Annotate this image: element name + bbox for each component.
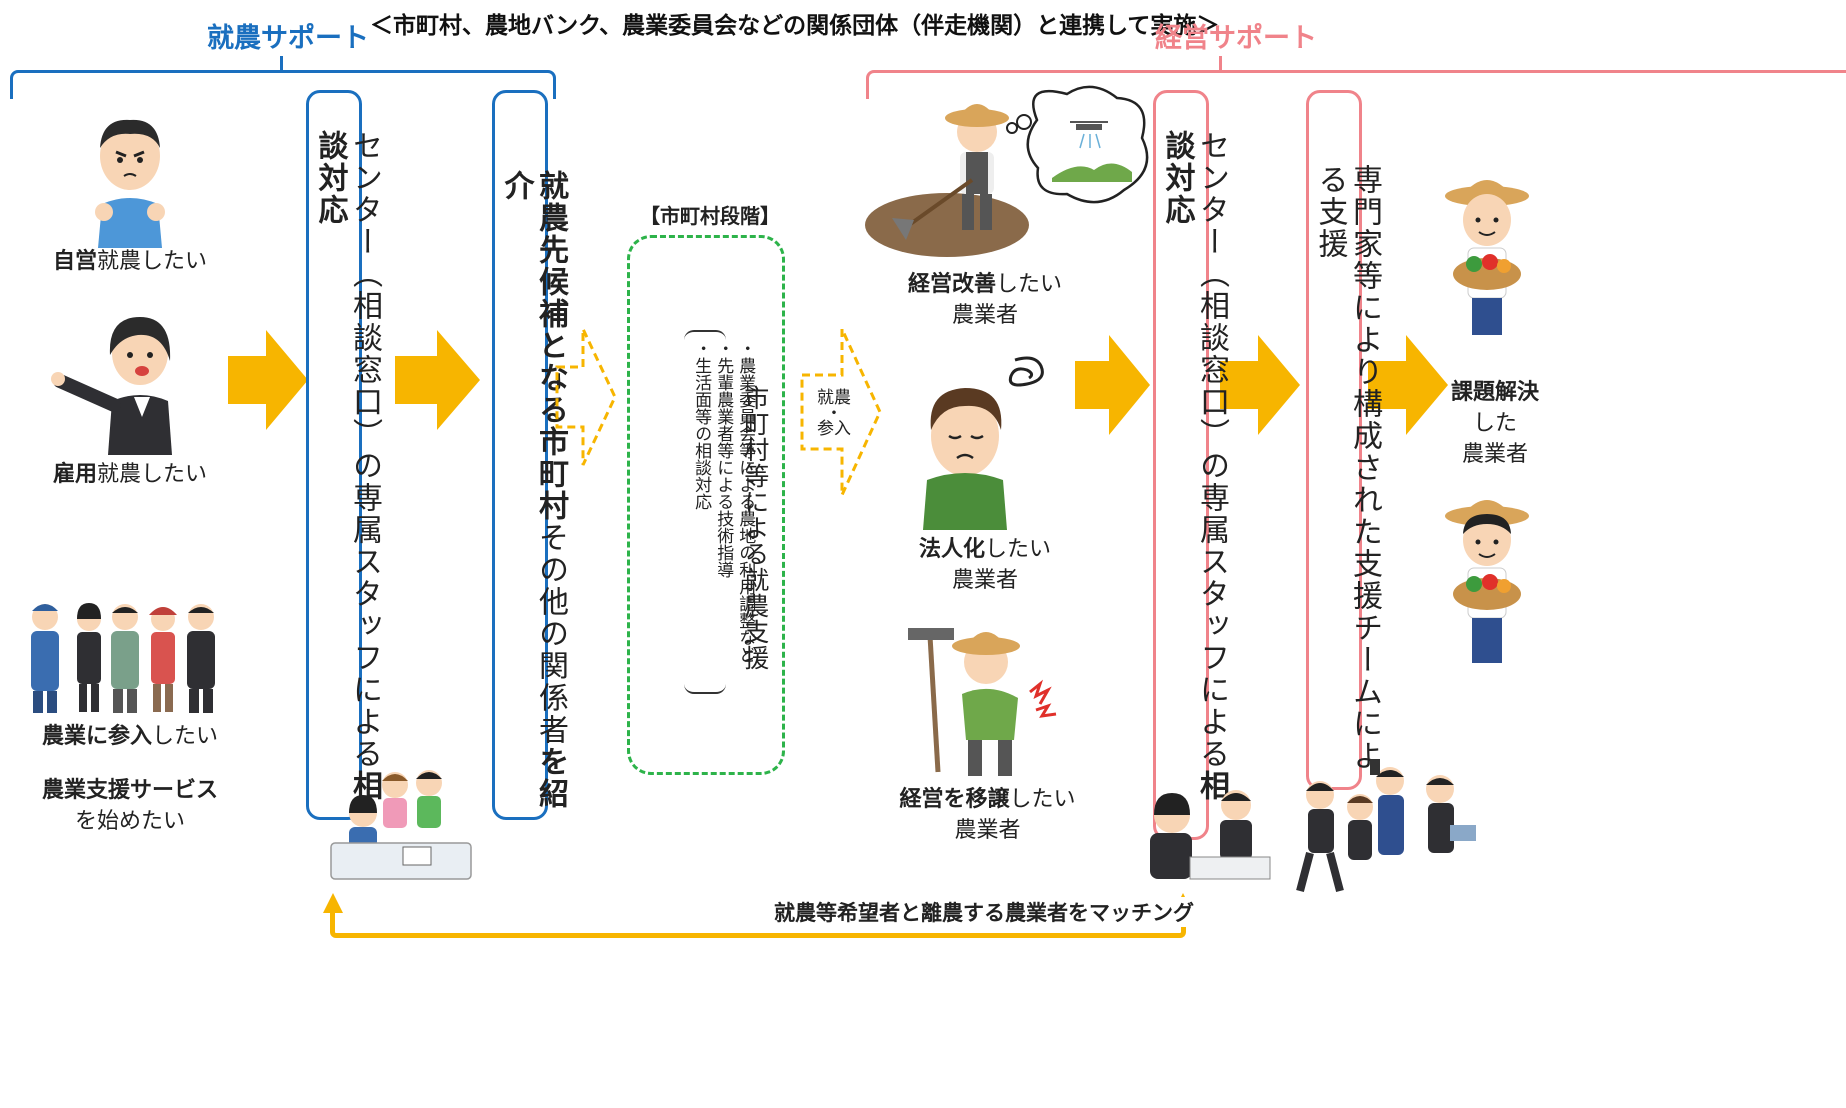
label-rest: を始めたい [74,808,185,834]
label-line2: 農業者 [954,817,1021,843]
support-team-icon [1296,759,1476,893]
matching-arrowhead-left [323,893,343,913]
intro-bold-1: 就農先候補となる市町村 [533,170,568,522]
entry-line1: 就農 [817,388,851,408]
candidate-intro-text: 就農先候補となる市町村その他の関係者を紹介 [498,170,569,810]
transfer-label: 経営を移譲したい 農業者 [880,785,1095,847]
label-bold: 農業に参入 [41,724,152,749]
left-section-bracket [10,70,556,99]
municipal-stage-title: 【市町村段階】 [640,204,780,228]
label-bold: 課題解決 [1450,380,1539,405]
arrow-to-result [1368,335,1448,435]
farmer-backpain-icon [908,628,1057,776]
consultation-meeting-icon [1150,790,1271,880]
expert-team-box [1306,90,1362,790]
dashed-arrow-to-municipal [555,328,617,466]
solved-farmer-label: 課題解決 した 農業者 [1420,378,1570,470]
intro-rest: その他の関係者 [533,522,568,746]
left-section-title: 就農サポート [207,23,369,54]
label-line3: 農業者 [1461,441,1528,467]
label-bold: 法人化 [918,537,985,562]
incorporate-label: 法人化したい 農業者 [885,535,1085,597]
partner-note: ＜市町村、農地バンク、農業委員会などの関係団体（伴走機関）と連携して実施＞ [370,13,1220,39]
entry-arrow-label: 就農 ・ 参入 [810,388,858,441]
man-fists-icon [95,119,165,248]
farmer-worried-icon [923,356,1044,530]
woman-pointing-icon [51,317,172,455]
right-bracket-tick [1219,56,1222,70]
mgmt-improve-label: 経営改善したい 農業者 [880,270,1090,332]
municipal-bullet-list: ・農業委員会等による農地の利用調整など ・先輩農業者等による技術指導 ・生活面等… [690,340,756,690]
label-rest: 就農したい [97,462,208,487]
left-center-consult-text: センター（相談窓口）の専属スタッフによる相談対応 [312,130,383,810]
label-line2: した [1472,410,1517,436]
label-rest: したい [985,537,1052,562]
dashed-arrow-entry [800,328,882,496]
arrow-to-expert [1220,335,1300,435]
farmer-hoe-drone-icon [865,85,1149,257]
label-rest: したい [996,272,1063,297]
arrow-to-right-center [1075,335,1150,435]
municipal-bullet: ・生活面等の相談対応 [691,340,712,510]
self-employed-label: 自営就農したい [40,247,220,278]
consult-text-bold: 相談対応 [1159,130,1230,802]
business-group-icon [31,603,215,713]
consult-text-bold: 相談対応 [312,130,383,802]
expert-team-text: 専門家等により構成された支援チームによる支援 [1312,164,1383,772]
happy-farmer-icon [1445,500,1529,663]
left-center-consult-box [306,90,362,820]
label-bold: 農業支援サービス [41,778,218,803]
entry-dot: ・ [825,404,843,425]
label-line2: 農業者 [951,567,1018,593]
entry-line2: 参入 [817,419,851,440]
intro-bold-2: を紹介 [498,170,569,810]
consult-text-line: センター（相談窓口）の専属スタッフによる [1194,130,1229,770]
right-section-title: 経営サポート [1155,23,1317,54]
label-rest: したい [152,724,219,749]
municipal-bullet: ・農業委員会等による農地の利用調整など [735,340,756,663]
candidate-intro-box [492,90,548,820]
right-section-bracket [866,70,1846,99]
left-bracket-tick [280,56,283,70]
consult-text-line: センター（相談窓口）の専属スタッフによる [347,130,382,770]
label-bold: 雇用 [52,462,97,487]
label-rest: したい [1009,787,1076,812]
consultation-desk-icon [330,770,472,880]
matching-label: 就農等希望者と離農する農業者をマッチング [770,897,1198,927]
agri-entry-label: 農業に参入したい [30,722,230,753]
employment-label: 雇用就農したい [40,460,220,491]
label-rest: 就農したい [97,249,208,274]
right-center-consult-text: センター（相談窓口）の専属スタッフによる相談対応 [1159,130,1230,820]
label-bold: 経営改善 [907,272,996,297]
support-service-label: 農業支援サービス を始めたい [20,776,240,838]
happy-farmer-icon [1445,180,1529,335]
municipal-bullet: ・先輩農業者等による技術指導 [713,340,734,578]
municipal-main-text: 市町村等による就農支援 [740,385,770,671]
arrow-to-center [228,330,308,430]
municipal-bullets-bracket [684,330,726,694]
label-bold: 自営 [52,249,97,274]
municipal-stage-box [627,235,785,775]
label-bold: 経営を移譲 [899,787,1010,812]
label-line2: 農業者 [951,302,1018,328]
arrow-to-intro [395,330,480,430]
